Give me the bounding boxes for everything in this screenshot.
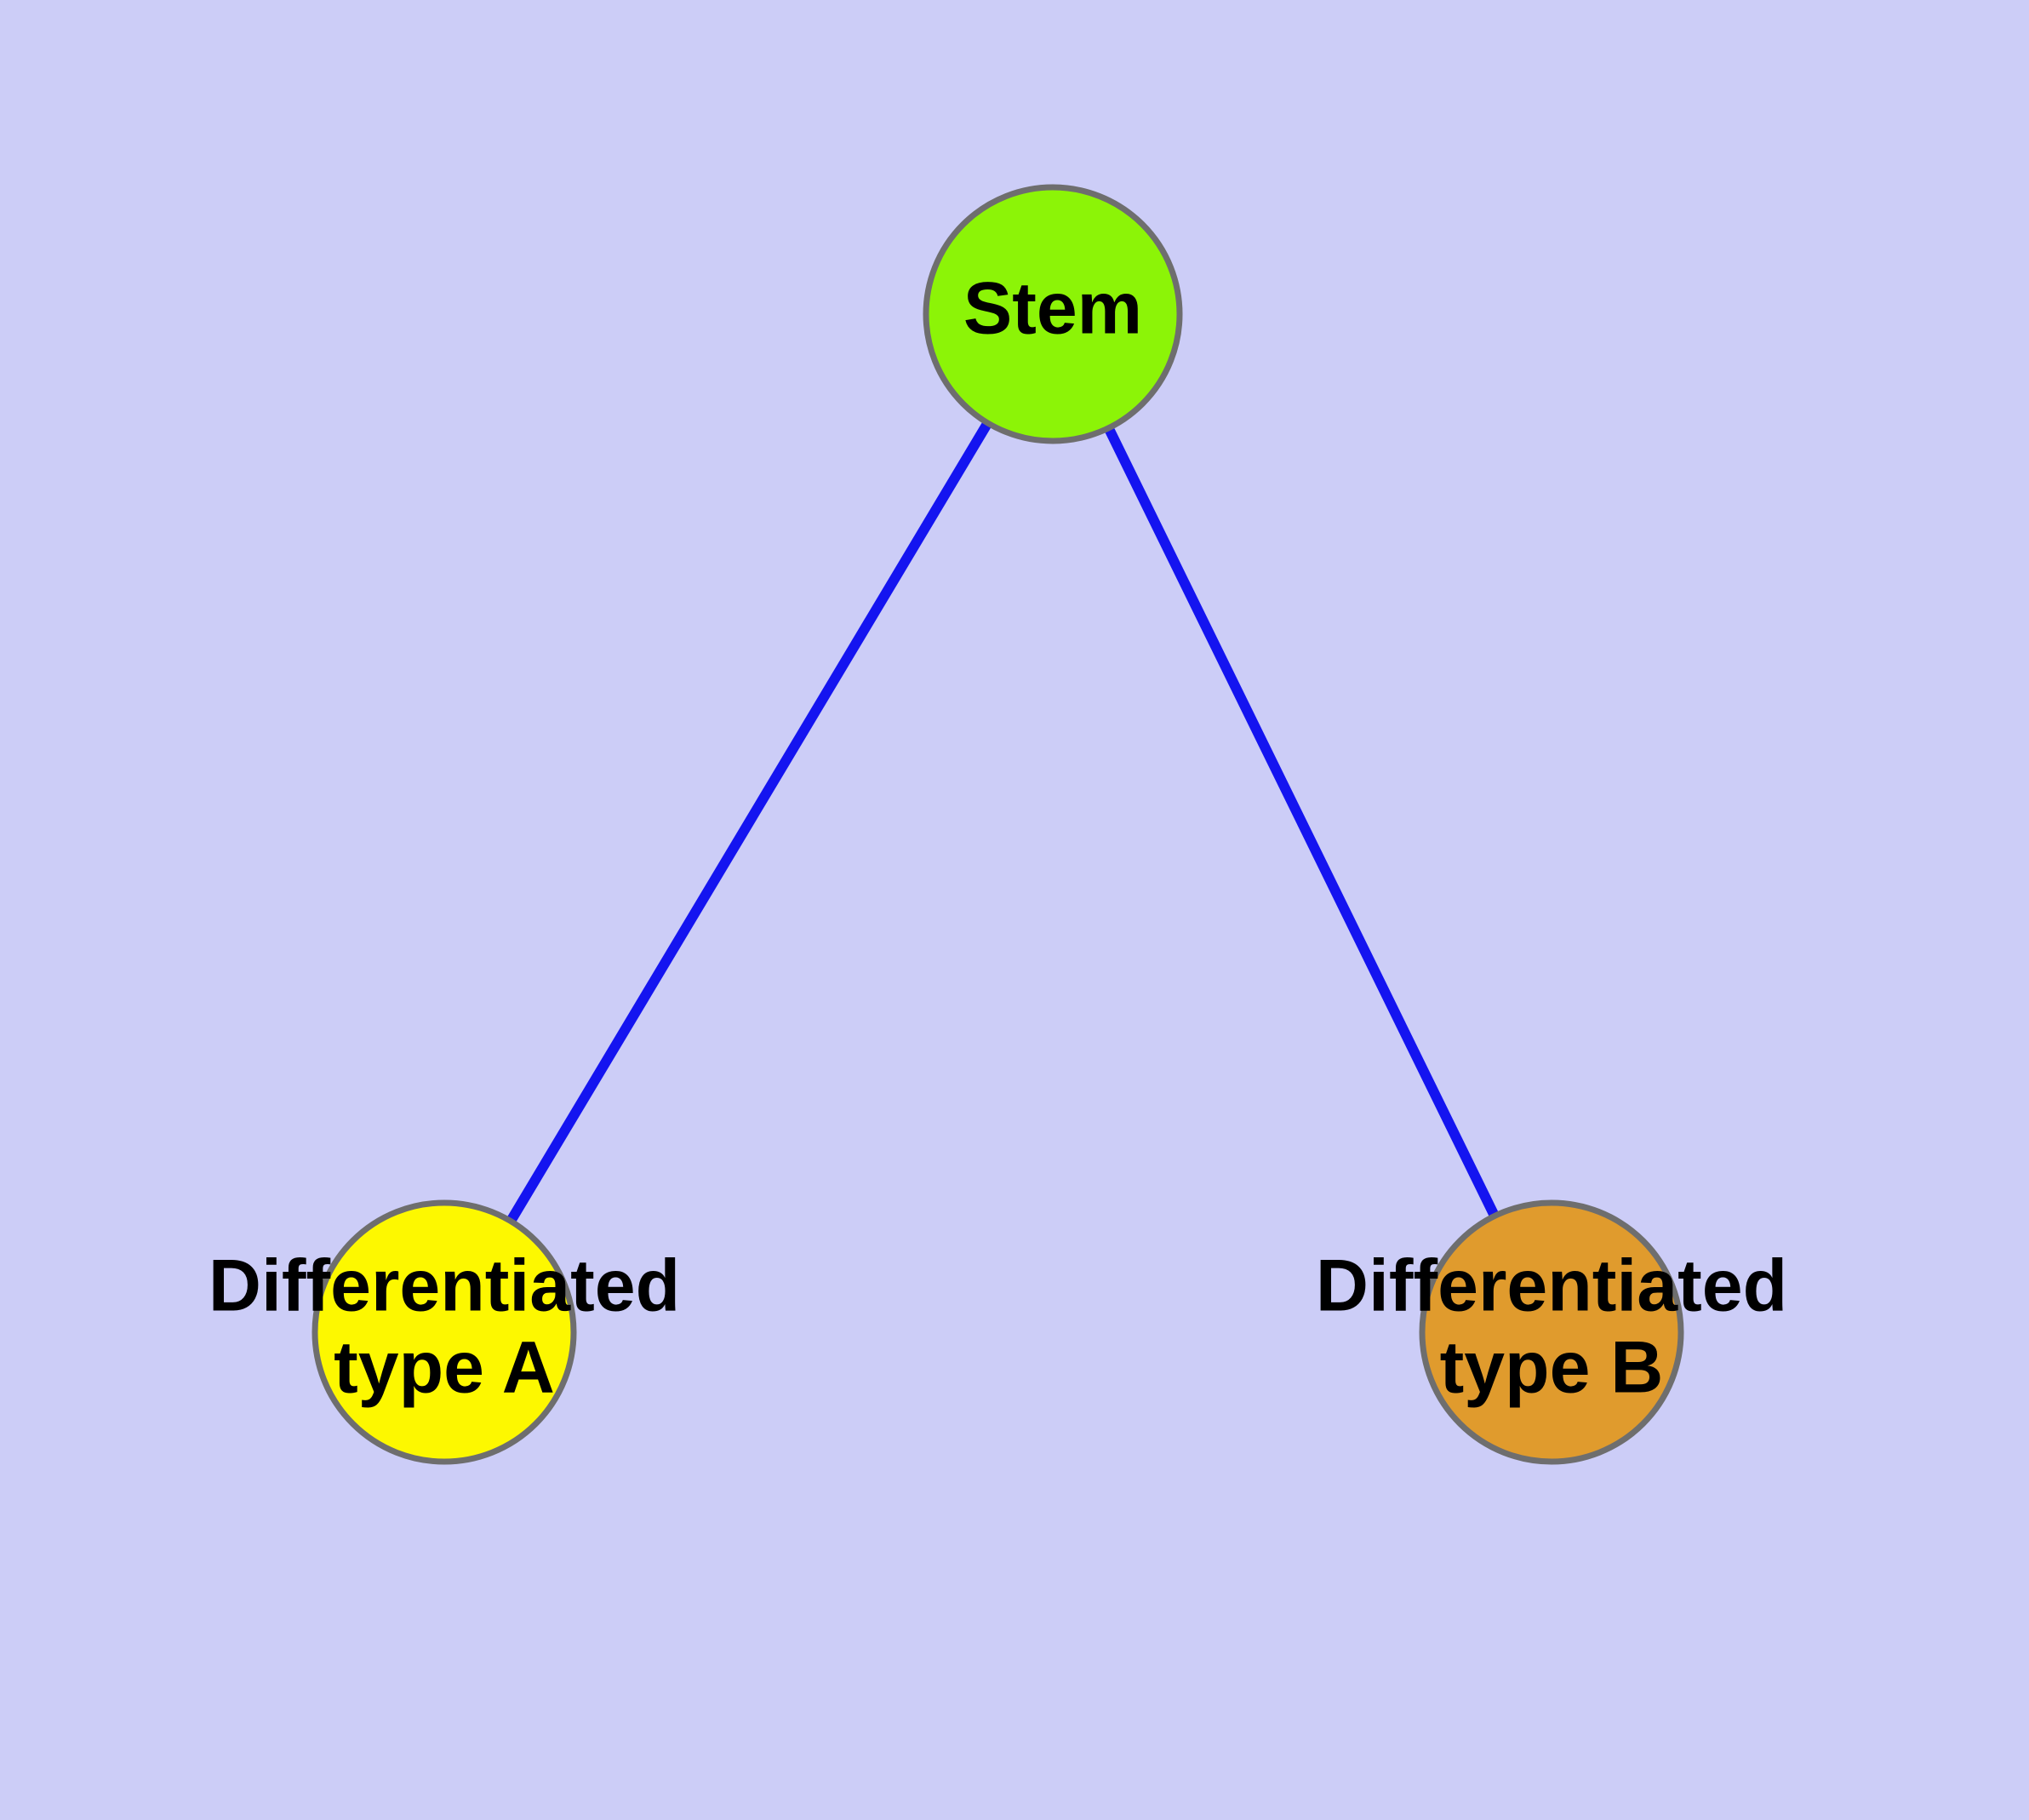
edge-stem-diff-a[interactable] (504, 417, 994, 1228)
edge-stem-diff-b[interactable] (1102, 422, 1501, 1222)
node-circle-stem[interactable] (923, 184, 1183, 444)
node-label-diff_a-line-1: Differentiated (209, 1245, 680, 1327)
node-circle-diff_b[interactable] (1419, 1199, 1684, 1465)
graph-node-stem[interactable]: Stem (923, 184, 1183, 444)
node-label-diff_b-line-2: type B (1440, 1327, 1664, 1409)
node-circle-diff_a[interactable] (311, 1199, 577, 1465)
node-label-stem: Stem (963, 268, 1142, 350)
edges-layer (504, 417, 1501, 1228)
node-label-diff_a-line-2: type A (334, 1327, 555, 1409)
node-label-diff_b-line-1: Differentiated (1316, 1245, 1787, 1327)
